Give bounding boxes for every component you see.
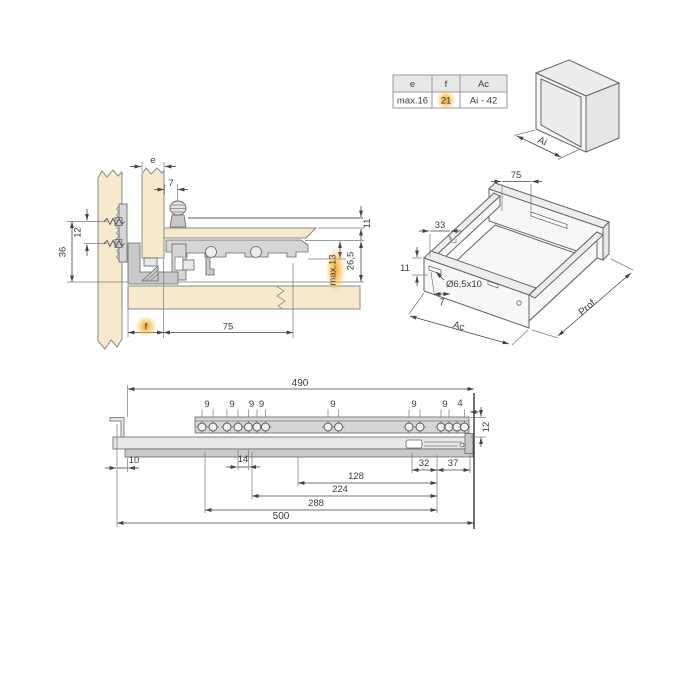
hole-spec-label: Ø6,5x10 [446,279,482,290]
dim-label-f: f [145,322,148,333]
dim-label-33: 33 [435,220,446,231]
dim-label-75-back: 75 [511,170,522,181]
dim-label-490: 490 [292,378,309,389]
table-value-21: 21 [441,96,452,107]
highlight-glow [325,246,346,294]
front-hole [516,300,522,306]
table-value-ai-42: Ai - 42 [470,96,497,107]
screw-icon [103,239,125,248]
dim-label-ac: Ac [452,320,466,334]
drawer-bottom-panel [163,227,318,239]
disconnect-latch [405,439,465,449]
table-value-cell [459,91,508,109]
dim-label-11-drawer: 11 [400,263,410,274]
dim-label-9: 9 [249,399,254,410]
roller [250,246,262,258]
front-hook [109,417,125,438]
slide-side-view: 490 9 9 9 9 9 9 9 4 12 [105,378,492,529]
dim-label-75: 75 [223,322,234,333]
dim-label-9: 9 [204,399,209,410]
dim-label-11: 11 [362,219,373,229]
dim-label-128: 128 [348,471,364,482]
dim-label-ai: Ai [536,135,549,149]
dim-label-9: 9 [259,399,264,410]
cabinet-bottom-panel [127,285,361,310]
bottom-rail [124,448,474,458]
dim-label-12-side: 12 [481,422,492,433]
dim-label-14: 14 [238,454,249,465]
dim-label-7: 7 [168,178,173,189]
panel-break-line [275,285,286,310]
corner-bracket [127,242,179,285]
dim-label-4: 4 [457,398,462,409]
cross-section-view: e 7 12 36 11 26,5 max.13 f 75 [58,155,373,350]
dim-label-7-drawer: 7 [439,297,444,308]
highlight-glow [135,315,157,338]
dim-label-10: 10 [129,455,140,466]
spec-table: e f Ac max.16 21 Ai - 42 [392,74,508,110]
front-top-notch [487,280,499,289]
roller [205,246,217,258]
dim-label-e: e [150,155,155,166]
dim-label-37: 37 [448,458,459,469]
drawer-3d-view: 75 33 11 Ø6,5x10 7 Ac Prof. [400,170,634,346]
dim-label-9: 9 [442,399,447,410]
hole-spacing-leaders [201,409,479,417]
dim-label-9: 9 [411,399,416,410]
screw-icon [103,217,125,226]
dim-label-9: 9 [330,399,335,410]
adjustment-wheel [169,200,187,228]
highlight-glow [436,90,456,110]
back-panel-slot [530,211,568,230]
dim-label-500: 500 [273,511,290,522]
dim-label-32: 32 [419,458,430,469]
dim-label-max13: max.13 [328,254,339,285]
dim-label-26-5: 26,5 [346,252,357,271]
cabinet-cube-diagram: Ai [513,59,621,160]
table-value-max16: max.16 [397,96,428,107]
slide-mechanism-section [103,200,309,285]
dim-label-36: 36 [58,247,69,258]
dim-label-9: 9 [229,399,234,410]
dim-label-288: 288 [308,498,324,509]
drawer-front-panel [141,167,165,259]
table-header-ac: Ac [478,79,489,90]
dim-label-12: 12 [73,227,84,238]
dim-label-224: 224 [332,484,348,495]
table-header-e: e [410,79,415,90]
table-header-f: f [445,79,448,90]
